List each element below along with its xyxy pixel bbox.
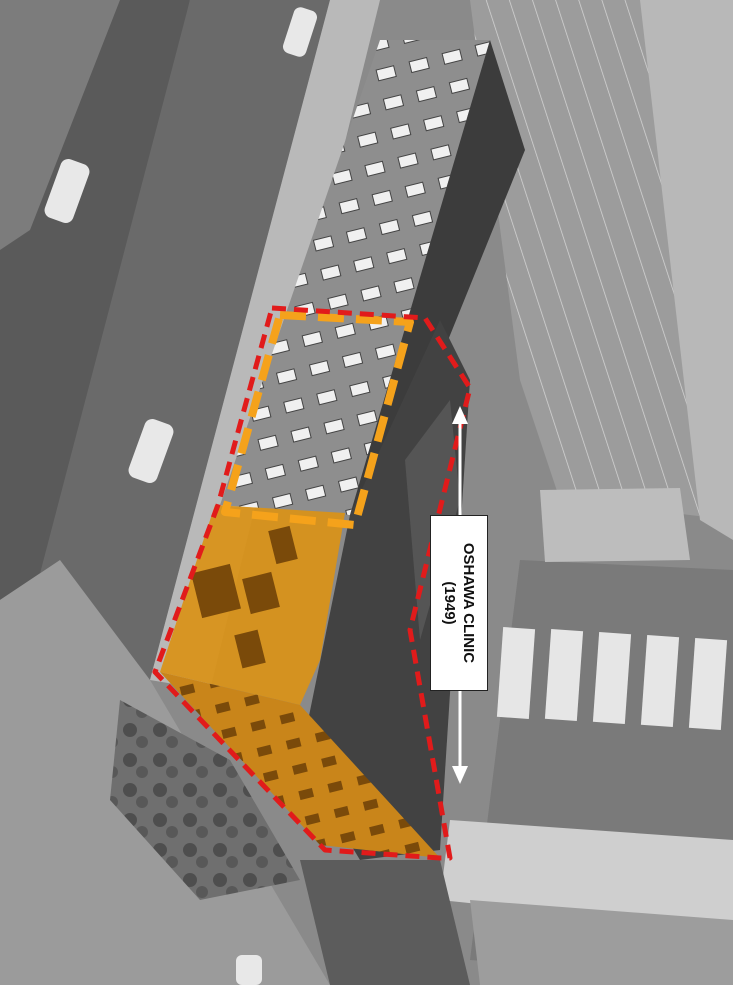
main-road — [20, 0, 330, 680]
orange-dashed-outline — [221, 311, 414, 529]
bottom-structure — [300, 860, 470, 985]
orange-window-1 — [191, 563, 241, 619]
clinic-label-text: OSHAWA CLINIC (1949) — [440, 543, 478, 663]
red-dashed-outline — [152, 305, 473, 861]
orange-window-3 — [268, 525, 298, 565]
sidewalk-band — [150, 0, 380, 690]
neighbor-light-4 — [640, 634, 680, 728]
clinic-name-label: OSHAWA CLINIC — [460, 542, 477, 664]
neighbor-light-3 — [592, 631, 632, 725]
car-3 — [282, 7, 318, 57]
dimension-arrow-head-bottom — [452, 766, 468, 784]
car-2 — [128, 418, 174, 484]
car-4 — [236, 955, 262, 985]
highlight-side-facade — [160, 672, 440, 858]
corner-lawn — [110, 700, 300, 900]
neighbor-lower-wall — [440, 820, 733, 930]
car-1 — [44, 158, 90, 224]
orange-window-2 — [242, 571, 280, 615]
clinic-label-box: OSHAWA CLINIC (1949) — [430, 515, 488, 691]
clinic-year-label: (1949) — [441, 581, 458, 625]
small-building — [540, 488, 690, 562]
dimension-arrow-head-top — [452, 406, 468, 424]
bottom-right-area — [470, 900, 733, 985]
clinic-upper-facade — [220, 40, 490, 515]
neighbor-light-5 — [688, 637, 728, 731]
neighbor-light-1 — [496, 626, 536, 720]
right-street — [640, 0, 733, 540]
left-rooftop — [0, 0, 120, 250]
neighbor-light-2 — [544, 628, 584, 722]
orange-window-4 — [234, 629, 266, 669]
